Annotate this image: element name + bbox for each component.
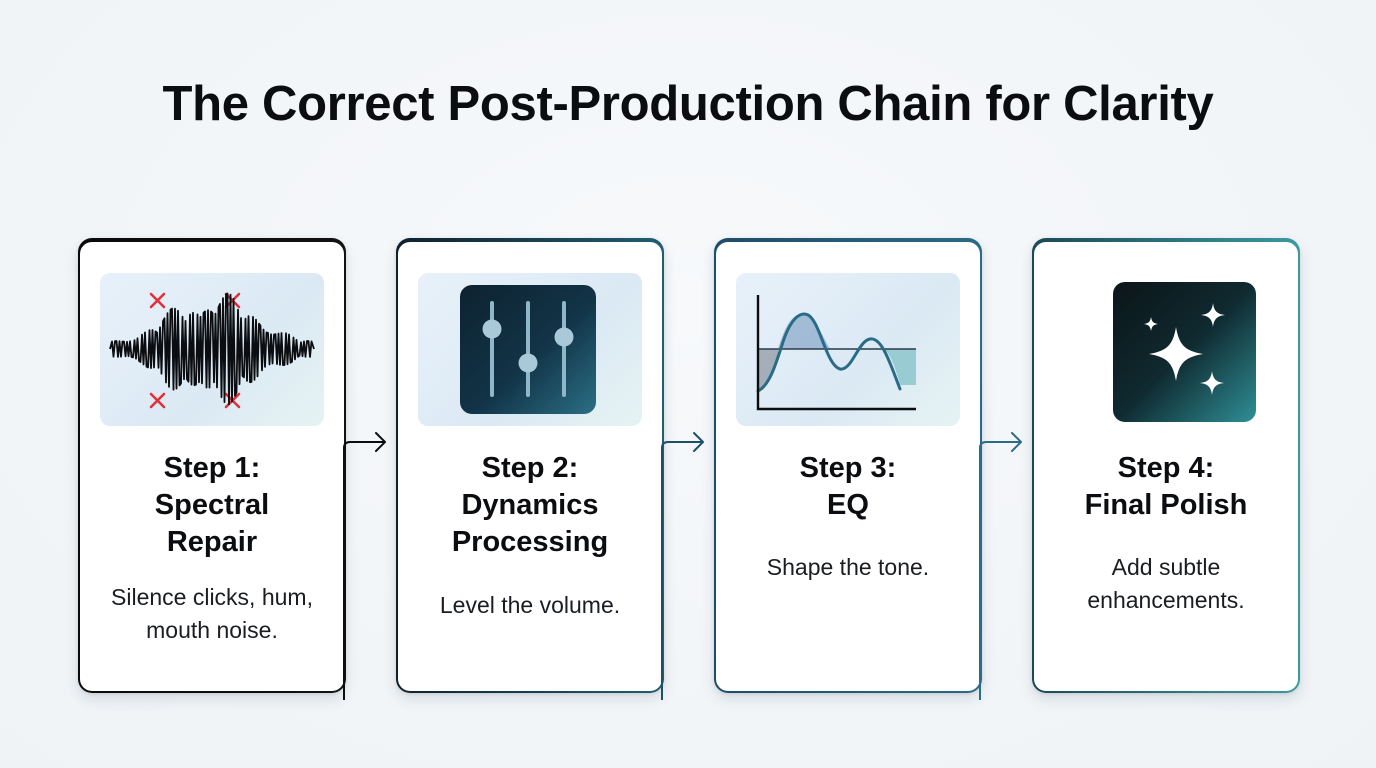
step-description-line: enhancements. [1087,587,1245,613]
step-title-line: Repair [166,526,258,558]
arrow-right-icon [661,432,704,700]
step-title-line: Step 4: [1117,452,1215,484]
step-title-line: Spectral [154,489,270,521]
step-title-line: Processing [451,526,609,558]
sparkles-icon [1054,273,1278,426]
step-title-line: EQ [827,489,869,521]
step-description-line: Level the volume. [439,592,621,618]
step-title-line: Dynamics [461,489,599,521]
eq-curve-icon [736,273,960,426]
step-description-line: mouth noise. [146,617,278,643]
step-title-line: Step 3: [799,452,897,484]
arrow-right-icon [979,432,1022,700]
arrow-right-icon [343,432,386,700]
step-description-line: Silence clicks, hum, [111,584,313,610]
step-card-1: Step 1: Spectral Repair Silence clicks, … [78,238,346,693]
step-card-2: Step 2: Dynamics Processing Level the vo… [396,238,664,693]
step-card-4: Step 4: Final Polish Add subtle enhancem… [1032,238,1300,693]
step-title-line: Final Polish [1084,489,1248,521]
step-title-line: Step 2: [481,452,579,484]
page-title: The Correct Post-Production Chain for Cl… [162,77,1214,131]
step-title-line: Step 1: [163,452,261,484]
sliders-icon [418,273,642,426]
step-description-line: Shape the tone. [766,554,930,580]
step-card-3: Step 3: EQ Shape the tone. [714,238,982,693]
step-description-line: Add subtle [1111,554,1221,580]
waveform-with-noise-marks-icon [100,273,324,426]
